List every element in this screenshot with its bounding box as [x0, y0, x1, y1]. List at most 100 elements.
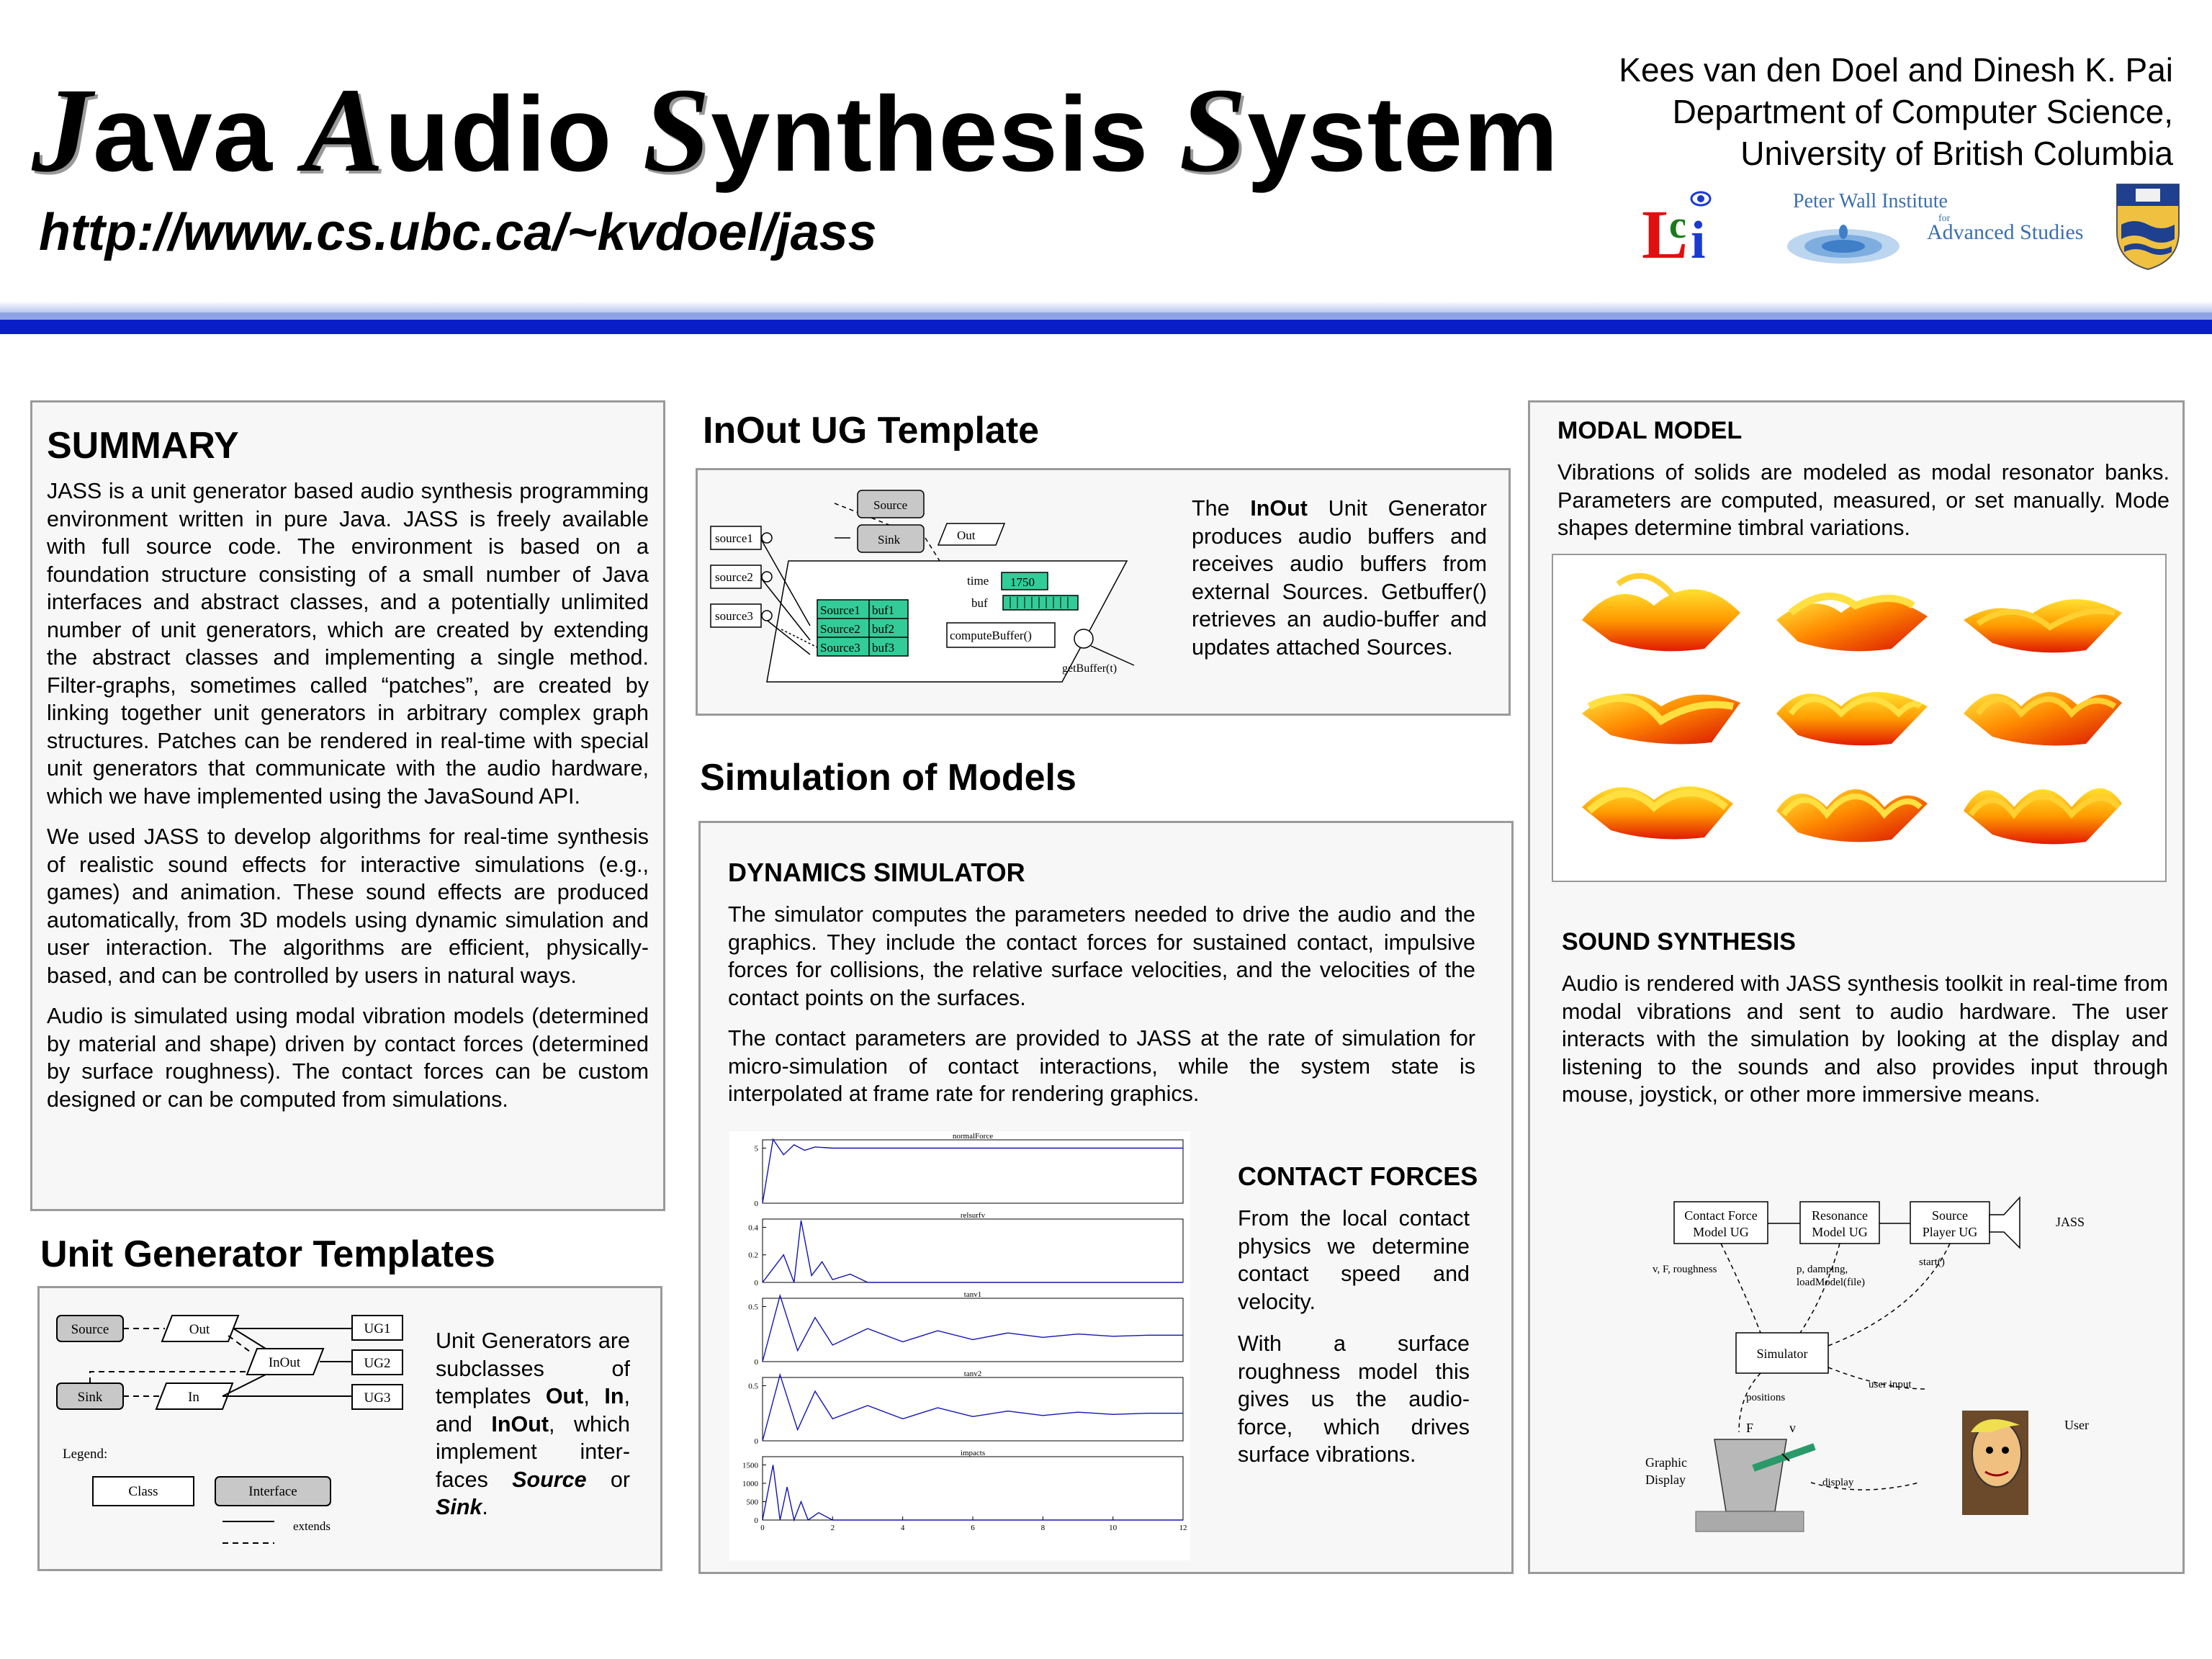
inout-row3-src: Source3 — [820, 641, 860, 655]
ss-user-input: user input — [1869, 1379, 1912, 1390]
ss-pdamp-1: p, damping, — [1797, 1264, 1848, 1275]
ug2-label: UG2 — [364, 1356, 391, 1371]
ug-text-3: or — [586, 1467, 630, 1492]
inout-row3-buf: buf3 — [872, 641, 894, 655]
sound-synthesis-diagram: Contact Force Model UG Resonance Model U… — [1645, 1196, 2089, 1532]
plot-title: relsurfv — [961, 1211, 986, 1220]
plot-xtick-label: 2 — [831, 1524, 835, 1532]
header-stripe-dark — [0, 320, 2212, 334]
ug-templates-text: Unit Generators are subclasses of templa… — [436, 1327, 630, 1521]
peter-wall-text-2: for — [1938, 213, 1951, 224]
ss-res-1: Resonance — [1812, 1208, 1868, 1223]
title-rest-2: udio — [385, 75, 643, 194]
inout-source3: source3 — [715, 609, 753, 623]
ss-v: v — [1789, 1421, 1796, 1435]
ug-text-1: Unit Generators are subclasses of templa… — [436, 1328, 630, 1408]
mode-shape-6-icon — [1964, 692, 2122, 746]
inout-text: The InOut Unit Generator produces audio … — [1192, 495, 1487, 661]
mode-shape-3-icon — [1964, 599, 2122, 653]
plot-frame — [762, 1218, 1184, 1283]
plot-xtick-label: 8 — [1041, 1524, 1046, 1532]
contact-forces-paragraph-2: With a surface roughness model this give… — [1238, 1331, 1470, 1467]
inout-row2-buf: buf2 — [872, 622, 894, 636]
authors-block: Kees van den Doel and Dinesh K. Pai Depa… — [1619, 49, 2173, 174]
summary-heading: SUMMARY — [47, 425, 239, 467]
ss-user: User — [2064, 1418, 2089, 1432]
ubc-crest-icon — [2114, 181, 2182, 271]
inout-compute: computeBuffer() — [950, 629, 1032, 642]
inout-panel: source1 source2 source3 Source Sink Out … — [696, 468, 1511, 716]
title-rest-1: ava — [93, 75, 304, 194]
project-url[interactable]: http://www.cs.ubc.ca/~kvdoel/jass — [39, 204, 877, 261]
ug-templates-diagram: Source Out InOut Sink In UG1 UG2 UG3 — [56, 1315, 403, 1544]
lci-logo: L c i — [1640, 186, 1712, 273]
summary-paragraph-1: JASS is a unit generator based audio syn… — [47, 479, 649, 809]
legend-interface-label: Interface — [248, 1484, 297, 1499]
mode-shape-4-icon — [1582, 693, 1740, 745]
inout-row1-buf: buf1 — [872, 603, 894, 617]
plot-ytick-label: 0.5 — [748, 1303, 758, 1311]
ug-text-sep1: , — [583, 1384, 605, 1408]
title-rest-3: ynthesis — [711, 75, 1179, 194]
peter-wall-text-1: Peter Wall Institute — [1793, 190, 1948, 212]
mode-shape-7-icon — [1582, 786, 1733, 840]
ug-in-class — [155, 1382, 234, 1410]
inout-heading: InOut UG Template — [703, 410, 1040, 451]
water-drop-icon — [1787, 225, 1899, 264]
ug-text-2: , which implement inter-faces — [436, 1411, 630, 1492]
plot-ytick-label: 1500 — [742, 1461, 759, 1470]
inout-getbuffer: getBuffer(t) — [1062, 662, 1117, 675]
sound-text: Audio is rendered with JASS synthesis to… — [1562, 971, 2168, 1107]
ss-simulator: Simulator — [1757, 1346, 1808, 1361]
plot-frame — [762, 1377, 1184, 1442]
mode-shapes-svg — [1582, 572, 2122, 845]
plot-title: normalForce — [953, 1132, 993, 1141]
ug-text-in: In — [604, 1384, 624, 1408]
plot-title: tanv2 — [964, 1370, 981, 1378]
plot-ytick-label: 0 — [755, 1437, 759, 1446]
plot-frame — [762, 1298, 1184, 1362]
graphic-display-icon — [1695, 1439, 1816, 1532]
legend-extends-label: extends — [293, 1519, 331, 1533]
modal-text: Vibrations of solids are modeled as moda… — [1557, 460, 2170, 540]
ug-inout-label: InOut — [269, 1355, 301, 1370]
dynamics-paragraph-2: The contact parameters are provided to J… — [728, 1026, 1475, 1106]
title-cap-a: A — [303, 63, 385, 197]
svg-text:c: c — [1669, 203, 1686, 246]
summary-paragraph-2: We used JASS to develop algorithms for r… — [47, 824, 649, 988]
ss-gd-1: Graphic — [1645, 1455, 1687, 1470]
ss-vfr: v, F, roughness — [1653, 1264, 1717, 1275]
plot-frame — [762, 1456, 1184, 1521]
plot-title: tanv1 — [964, 1290, 981, 1299]
title-rest-4: ystem — [1247, 75, 1559, 194]
user-avatar-icon — [1962, 1411, 2028, 1515]
mode-shape-5-icon — [1776, 692, 1928, 746]
modal-panel: MODAL MODEL Vibrations of solids are mod… — [1528, 400, 2185, 1574]
plot-xtick-label: 0 — [760, 1524, 765, 1532]
ug-legend-label: Legend: — [63, 1447, 107, 1462]
ug-text-out: Out — [545, 1384, 584, 1408]
inout-buf-label: buf — [971, 596, 988, 610]
inout-diagram: source1 source2 source3 Source Sink Out … — [710, 490, 1135, 683]
ug-sink-label: Sink — [78, 1390, 103, 1405]
svg-text:L: L — [1642, 196, 1688, 265]
inout-source-iface: Source — [873, 498, 907, 512]
dynamics-heading: DYNAMICS SIMULATOR — [728, 858, 1025, 887]
contact-forces-paragraph-1: From the local contact physics we determ… — [1238, 1206, 1470, 1314]
ss-sp-2: Player UG — [1923, 1225, 1977, 1239]
mode-shape-2-icon — [1776, 593, 1928, 652]
legend-interface-box — [215, 1476, 331, 1506]
modal-heading: MODAL MODEL — [1557, 417, 1743, 444]
summary-paragraph-3: Audio is simulated using modal vibration… — [47, 1004, 649, 1112]
contact-forces-heading: CONTACT FORCES — [1238, 1161, 1478, 1191]
plot-xtick-label: 6 — [971, 1524, 975, 1532]
plot-frame — [762, 1139, 1184, 1204]
plot-ytick-label: 1000 — [742, 1480, 759, 1488]
title-cap-s2: S — [1179, 63, 1248, 197]
plot-xtick-label: 10 — [1109, 1524, 1118, 1532]
simulation-heading: Simulation of Models — [700, 757, 1076, 799]
plot-ytick-label: 0.4 — [748, 1223, 758, 1232]
ug1-label: UG1 — [364, 1321, 391, 1336]
inout-time-label: time — [967, 574, 989, 588]
plot-ytick-label: 500 — [747, 1498, 759, 1506]
